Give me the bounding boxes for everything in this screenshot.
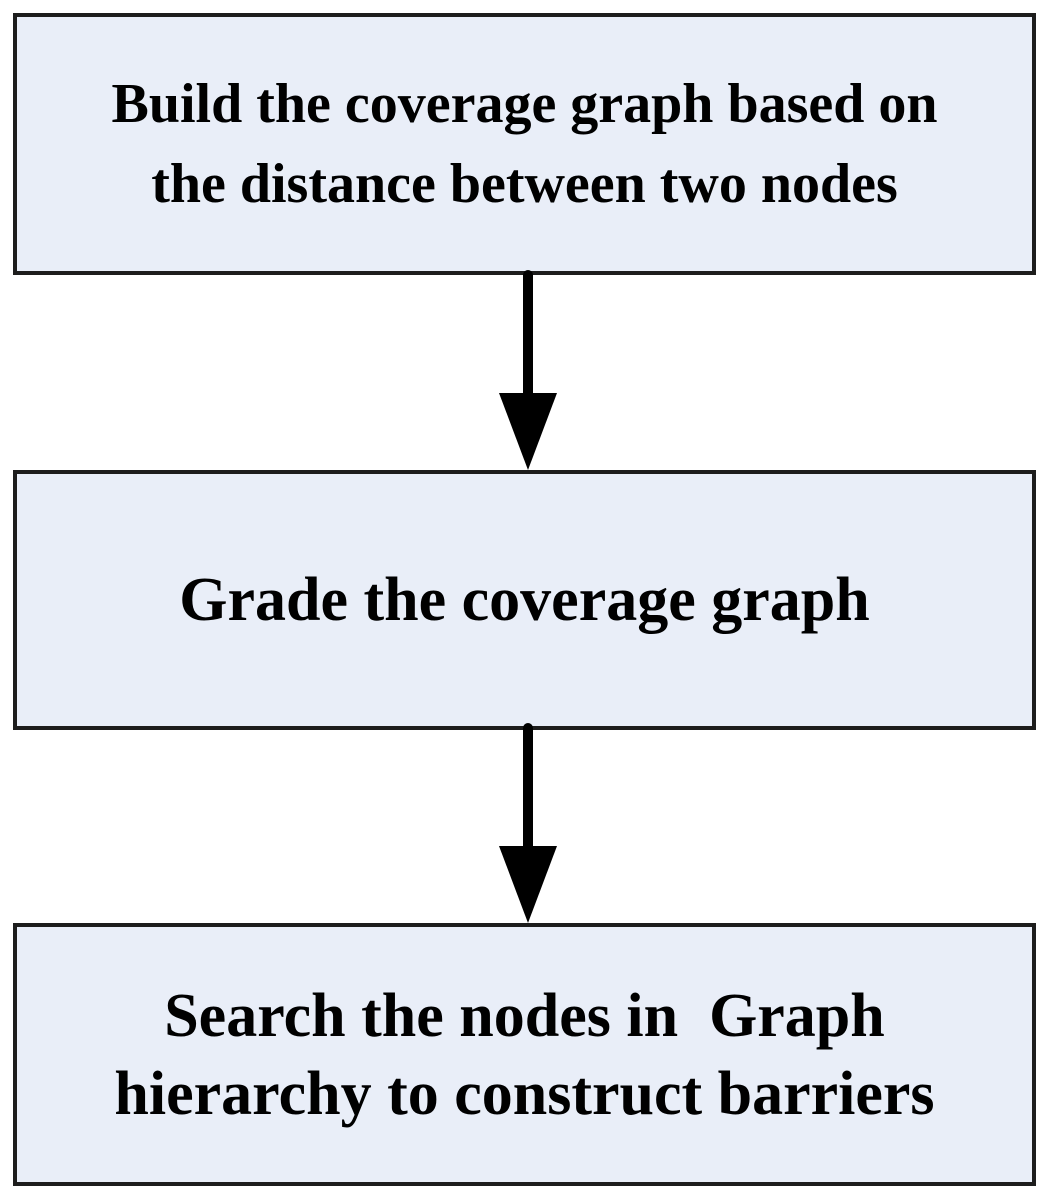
step-box-grade-coverage-graph: Grade the coverage graph bbox=[13, 470, 1036, 730]
step-text-line: the distance between two nodes bbox=[151, 153, 898, 215]
step-text-line: Grade the coverage graph bbox=[179, 566, 870, 634]
step-box-search-nodes: Search the nodes in Graph hierarchy to c… bbox=[13, 923, 1036, 1186]
step-text-line: hierarchy to construct barriers bbox=[114, 1059, 935, 1128]
arrow-head bbox=[499, 393, 557, 470]
step-box-build-coverage-graph: Build the coverage graph based on the di… bbox=[13, 13, 1036, 275]
down-arrow-icon bbox=[499, 270, 557, 470]
step-text-line: Search the nodes in Graph bbox=[164, 981, 885, 1050]
step-text-line: Build the coverage graph based on bbox=[111, 73, 938, 135]
arrow-head bbox=[499, 846, 557, 923]
down-arrow-icon bbox=[499, 723, 557, 923]
